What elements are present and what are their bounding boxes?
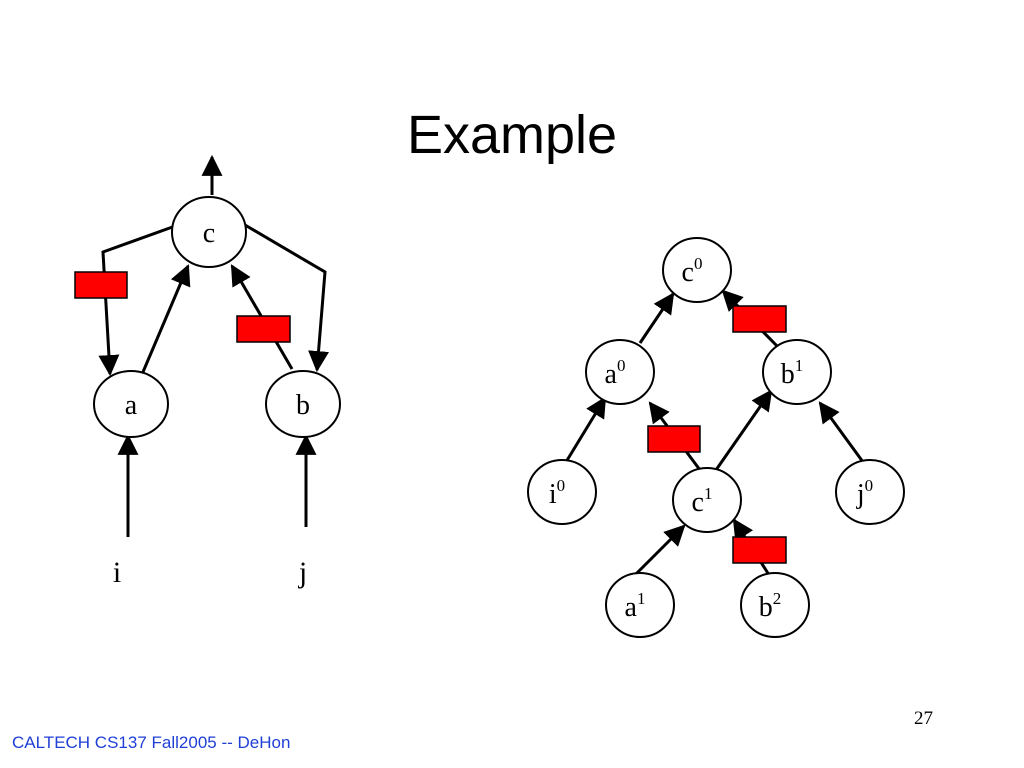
node-b-label: b	[296, 390, 310, 421]
node-b1-base: b	[781, 359, 795, 390]
register-b1-to-c0	[732, 305, 787, 333]
node-i0-sup: 0	[557, 476, 566, 495]
svg-text:b2: b2	[759, 589, 782, 623]
svg-text:a1: a1	[625, 589, 646, 623]
input-i-label: i	[113, 556, 121, 589]
register-c-to-a	[74, 271, 128, 299]
node-a1-sup: 1	[637, 589, 646, 608]
node-b2-sup: 2	[773, 589, 782, 608]
node-b1: b1	[762, 339, 832, 405]
node-b: b	[265, 370, 341, 438]
footer-text: CALTECH CS137 Fall2005 -- DeHon	[12, 733, 291, 752]
svg-text:i0: i0	[549, 476, 565, 510]
node-a0-base: a	[605, 359, 618, 390]
node-c0: c0	[662, 237, 732, 303]
node-a0: a0	[585, 339, 655, 405]
node-i0-base: i	[549, 479, 557, 510]
node-c1-base: c	[692, 487, 704, 518]
node-j0: j0	[835, 459, 905, 525]
node-c-label: c	[203, 218, 215, 249]
node-c0-sup: 0	[694, 254, 703, 273]
node-c: c	[171, 196, 247, 268]
edge-a0-to-c0	[638, 292, 675, 344]
node-a0-sup: 0	[617, 356, 626, 375]
edge-j0-to-b1	[818, 401, 865, 463]
edge-c-to-a	[98, 223, 179, 377]
svg-text:b1: b1	[781, 356, 804, 390]
register-b-to-c	[236, 315, 291, 343]
node-b1-sup: 1	[795, 356, 804, 375]
register-b2-to-c1	[732, 536, 787, 564]
node-a-label: a	[125, 390, 138, 421]
input-j-label: j	[298, 556, 307, 589]
node-a: a	[93, 370, 169, 438]
svg-text:c1: c1	[692, 484, 713, 518]
node-c0-base: c	[682, 257, 694, 288]
node-c1: c1	[672, 467, 742, 533]
node-b2-base: b	[759, 592, 773, 623]
svg-text:a0: a0	[605, 356, 626, 390]
svg-text:j0: j0	[856, 476, 873, 510]
slide-title: Example	[406, 105, 618, 165]
page-number: 27	[914, 708, 933, 729]
node-a1: a1	[605, 572, 675, 638]
node-j0-base: j	[856, 479, 865, 510]
edge-c1-to-b1	[714, 389, 773, 471]
node-i0: i0	[527, 459, 597, 525]
right-graph	[564, 289, 865, 579]
node-a1-base: a	[625, 592, 638, 623]
register-c1-to-a0	[647, 425, 701, 453]
edge-i0-to-a0	[564, 396, 607, 463]
edge-a1-to-c1	[634, 524, 686, 576]
node-j0-sup: 0	[865, 476, 874, 495]
edge-c-to-b	[244, 223, 330, 373]
svg-text:c0: c0	[682, 254, 703, 288]
edge-a-to-c	[141, 264, 191, 373]
node-b2: b2	[740, 572, 810, 638]
node-c1-sup: 1	[704, 484, 713, 503]
